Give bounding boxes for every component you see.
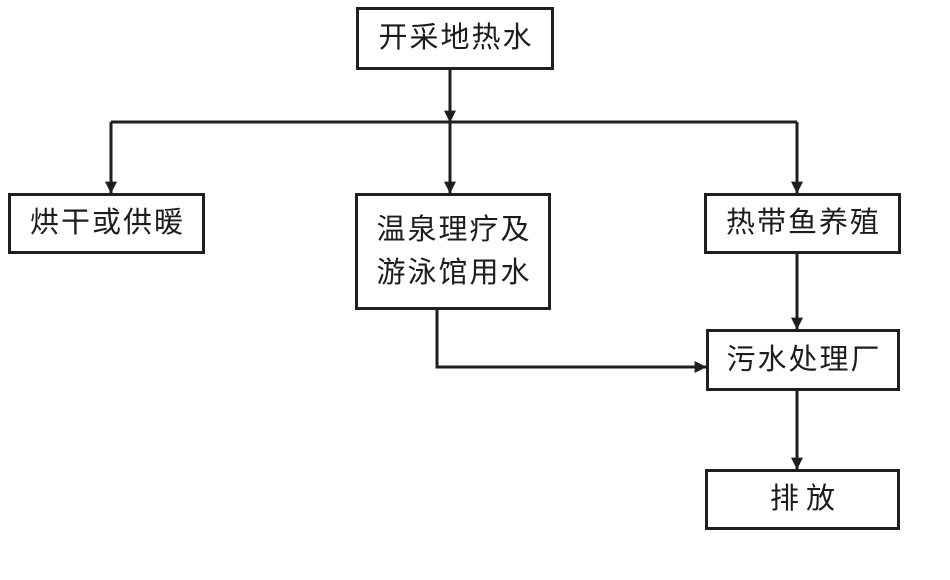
node-tropical-fish: 热带鱼养殖 xyxy=(704,193,901,254)
node-geothermal-source: 开采地热水 xyxy=(356,7,554,70)
node-sewage-plant-label: 污水处理厂 xyxy=(726,343,882,376)
node-sewage-plant: 污水处理厂 xyxy=(706,329,900,391)
node-spa-swimming: 温泉理疗及 游泳馆用水 xyxy=(355,193,551,310)
node-discharge-label: 排放 xyxy=(769,483,842,516)
arrow-spa-to-sewage xyxy=(435,310,707,373)
node-geothermal-source-label: 开采地热水 xyxy=(378,22,534,55)
node-spa-swimming-label-line2: 游泳馆用水 xyxy=(376,256,532,289)
node-discharge: 排放 xyxy=(705,469,900,530)
node-tropical-fish-label: 热带鱼养殖 xyxy=(725,207,881,240)
node-drying-heating: 烘干或供暖 xyxy=(8,193,205,254)
node-spa-swimming-label-line1: 温泉理疗及 xyxy=(376,214,532,247)
node-drying-heating-label: 烘干或供暖 xyxy=(29,207,185,240)
